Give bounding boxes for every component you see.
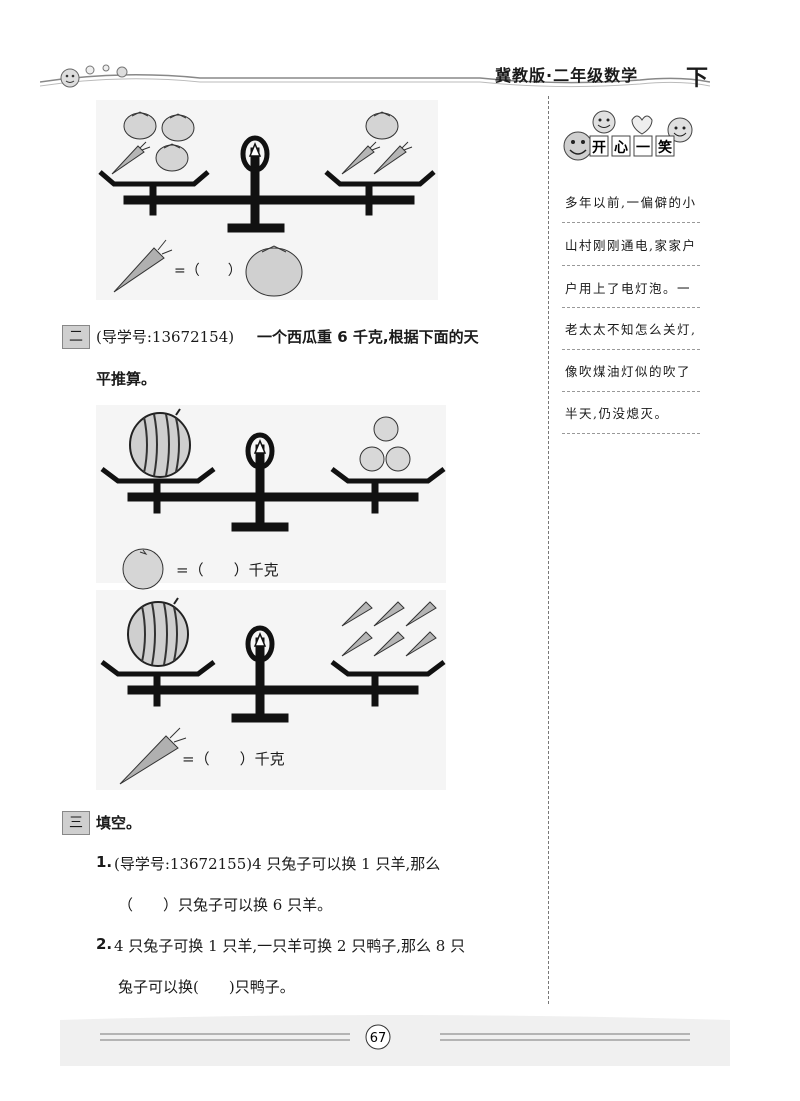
joke-line: 多年以前,一偏僻的小 xyxy=(565,195,697,210)
carrot-icon xyxy=(405,601,437,627)
tomato-icon xyxy=(245,245,303,297)
watermelon-icon xyxy=(129,408,191,478)
equation-carrot-weight: =（ ）千克 xyxy=(182,750,285,768)
smiley-face-icon xyxy=(592,110,616,134)
question-number: 1. xyxy=(96,853,113,871)
orange-icon xyxy=(385,446,411,472)
carrot-icon xyxy=(341,141,381,175)
balance-picture-watermelon-carrots xyxy=(96,590,446,790)
joke-rule xyxy=(562,307,700,308)
carrot-icon xyxy=(341,601,373,627)
sidebar-title-char: 一 xyxy=(636,140,650,156)
page-number: 67 xyxy=(370,1031,387,1046)
orange-icon xyxy=(359,446,385,472)
sidebar-title-char: 开 xyxy=(592,140,606,156)
balance-picture-tomato-carrot xyxy=(96,100,438,300)
carrot-icon xyxy=(341,631,373,657)
question1-line2: （ ）只兔子可以换 6 只羊。 xyxy=(118,896,333,914)
joke-line: 户用上了电灯泡。一 xyxy=(565,281,692,296)
orange-icon xyxy=(122,548,164,590)
carrot-icon xyxy=(113,239,173,293)
tomato-icon xyxy=(365,111,399,140)
watermelon-icon xyxy=(127,597,189,667)
tomato-icon xyxy=(155,143,189,172)
joke-line: 半天,仍没熄灭。 xyxy=(565,406,669,421)
balance-scale-icon xyxy=(98,135,436,233)
header-title: 冀教版·二年级数学 xyxy=(495,66,639,85)
joke-line: 像吹煤油灯似的吹了 xyxy=(565,364,692,379)
cartoon-logo-icon xyxy=(60,64,128,88)
header-volume: 下 xyxy=(686,66,709,91)
orange-icon xyxy=(373,416,399,442)
tomato-icon xyxy=(123,111,157,140)
carrot-icon xyxy=(373,631,405,657)
sidebar-title-char: 心 xyxy=(614,140,628,156)
question2-line1: 4 只兔子可换 1 只羊,一只羊可换 2 只鸭子,那么 8 只 xyxy=(114,937,466,955)
tomato-icon xyxy=(161,113,195,142)
section2-question-line1: 一个西瓜重 6 千克,根据下面的天 xyxy=(257,328,479,346)
sidebar-title-char: 笑 xyxy=(658,139,672,156)
joke-rule xyxy=(562,391,700,392)
question1-line1: (导学号:13672155)4 只兔子可以换 1 只羊,那么 xyxy=(114,855,441,873)
carrot-icon xyxy=(119,727,187,785)
question-number: 2. xyxy=(96,935,113,953)
sidebar-title: 开 心 一 笑 xyxy=(563,110,693,161)
balance-scale-icon xyxy=(100,625,446,723)
question2-line2: 兔子可以换( )只鸭子。 xyxy=(118,978,295,996)
joke-rule xyxy=(562,433,700,434)
equation-carrot-tomato: =（ ） xyxy=(174,263,242,279)
section2-guide-number: (导学号:13672154) xyxy=(96,328,235,346)
section3-title: 填空。 xyxy=(96,814,142,832)
carrot-icon xyxy=(373,601,405,627)
header-band xyxy=(40,64,710,88)
joke-line: 山村刚刚通电,家家户 xyxy=(565,238,697,253)
carrot-icon xyxy=(405,631,437,657)
equation-orange-weight: =（ ）千克 xyxy=(176,561,279,579)
joke-rule xyxy=(562,265,700,266)
section-number-badge: 二 xyxy=(62,325,90,349)
joke-rule xyxy=(562,349,700,350)
heart-icon xyxy=(631,115,653,135)
joke-line: 老太太不知怎么关灯, xyxy=(565,322,697,337)
carrot-icon xyxy=(111,141,151,175)
section-number-badge: 三 xyxy=(62,811,90,835)
sidebar-divider xyxy=(548,96,549,1004)
joke-rule xyxy=(562,222,700,223)
smiley-face-icon xyxy=(563,131,593,161)
balance-scale-icon xyxy=(100,432,446,532)
carrot-icon xyxy=(373,141,413,175)
footer-band: 67 xyxy=(60,1015,730,1066)
section2-question-line2: 平推算。 xyxy=(96,370,157,388)
